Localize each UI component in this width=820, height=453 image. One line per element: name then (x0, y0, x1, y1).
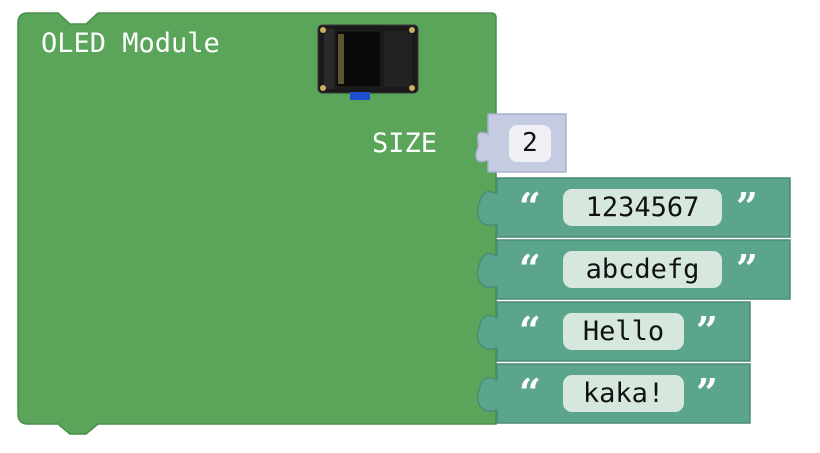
close-quote-icon: ” (736, 184, 758, 229)
size-value-field[interactable]: 2 (509, 125, 551, 162)
block-title: OLED Module (41, 28, 220, 59)
oled-display-module-image (317, 24, 419, 100)
open-quote-icon: “ (519, 308, 541, 353)
close-quote-icon: ” (696, 308, 718, 353)
open-quote-icon: “ (519, 246, 541, 291)
open-quote-icon: “ (519, 370, 541, 415)
open-quote-icon: “ (519, 184, 541, 229)
string-field-3[interactable]: Hello (563, 313, 684, 350)
close-quote-icon: ” (696, 370, 718, 415)
size-label: SIZE (372, 128, 438, 159)
string-field-1[interactable]: 1234567 (563, 189, 722, 226)
string-field-2[interactable]: abcdefg (563, 251, 722, 288)
oled-module-block[interactable] (17, 12, 497, 435)
string-field-4[interactable]: kaka! (563, 375, 684, 412)
close-quote-icon: ” (736, 246, 758, 291)
